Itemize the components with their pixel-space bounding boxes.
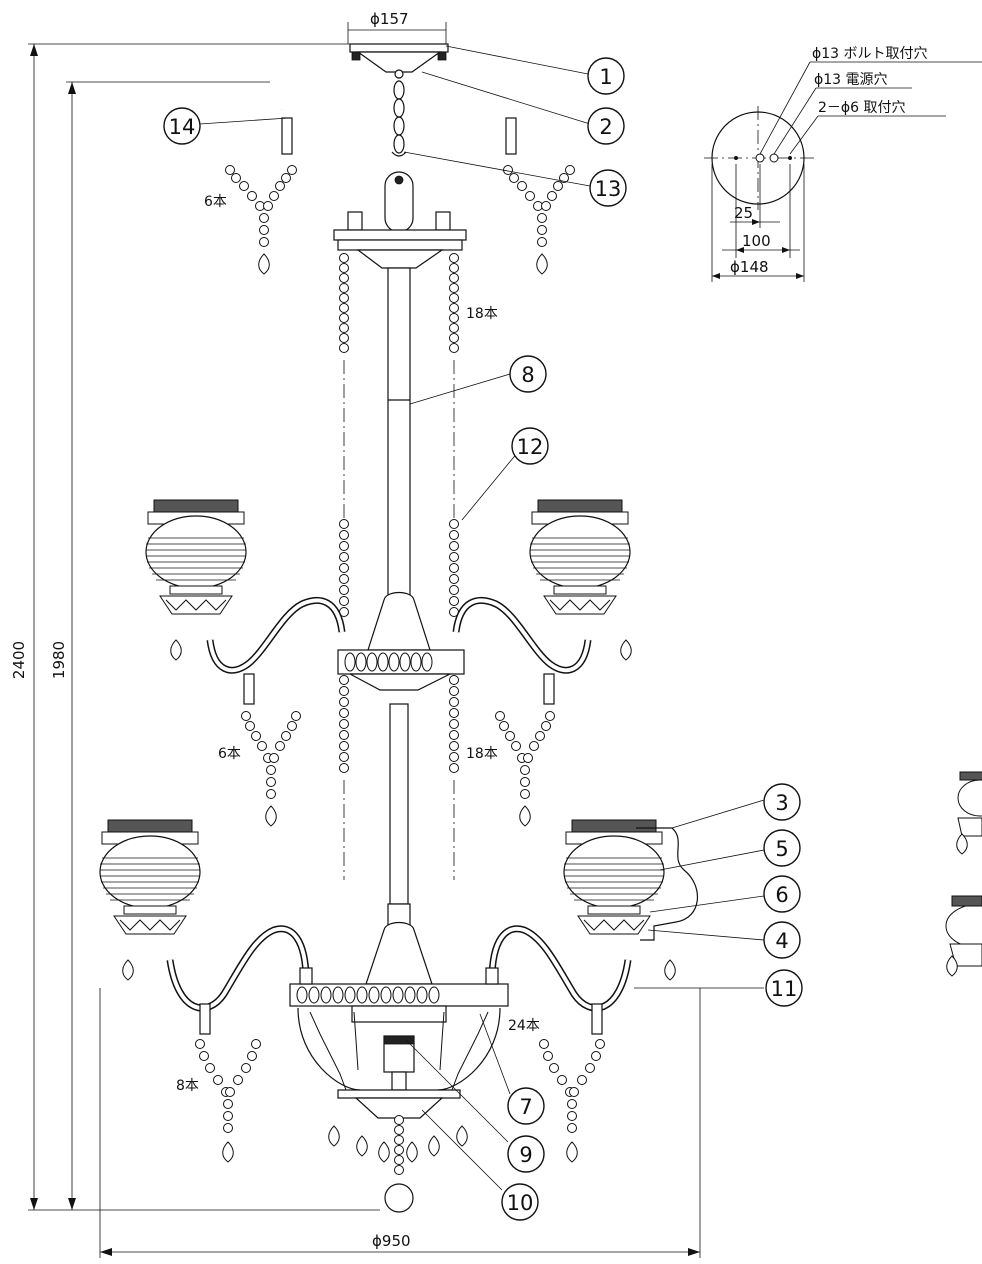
svg-text:8: 8: [521, 363, 534, 387]
part-bubble-1: 1: [587, 57, 625, 95]
count-mid-chains: 6本: [218, 746, 241, 762]
part-bubble-3: 3: [763, 783, 801, 821]
part-bubble-4: 4: [763, 921, 801, 959]
middle-tier-arms: [206, 597, 592, 705]
lower-bowl-chains: [309, 1011, 489, 1163]
part-bubble-10: 10: [501, 1183, 539, 1221]
count-lower-bowl: 24本: [508, 1018, 540, 1034]
mid-bead-chains: [241, 675, 555, 880]
count-mid-strings: 18本: [466, 746, 498, 762]
dim-body-height: 1980: [50, 641, 68, 679]
leader-lines: [199, 45, 765, 1191]
svg-text:6: 6: [775, 883, 788, 907]
dim-25: 25: [734, 204, 753, 222]
svg-text:2: 2: [599, 115, 612, 139]
part-bubble-8: 8: [509, 355, 547, 393]
lower-tier-arms: [166, 925, 632, 1035]
dim-148: ϕ148: [730, 258, 769, 276]
upper-bead-strings: [339, 253, 459, 617]
part-bubble-7: 7: [507, 1087, 545, 1125]
part-bubble-11: 11: [765, 969, 803, 1007]
part-bubble-14: 14: [163, 107, 201, 145]
svg-text:7: 7: [519, 1095, 532, 1119]
part-bubble-9: 9: [507, 1135, 545, 1173]
count-bottom-chains: 8本: [176, 1078, 199, 1094]
middle-tier-body: [337, 591, 465, 905]
globe-lower-right: [563, 819, 676, 981]
canopy: [349, 43, 449, 79]
count-upper-strings: 18本: [466, 306, 498, 322]
bolt-hole-note: ϕ13 ボルト取付穴: [812, 46, 928, 62]
svg-text:1: 1: [599, 65, 612, 89]
svg-text:11: 11: [771, 977, 798, 1001]
dim-top-diameter: ϕ157: [370, 10, 409, 28]
count-top-chains: 6本: [204, 194, 227, 210]
dim-100: 100: [742, 232, 771, 250]
crown-arms: [261, 81, 537, 231]
svg-text:3: 3: [775, 791, 788, 815]
globe-upper-left: [145, 499, 247, 661]
svg-text:10: 10: [507, 1191, 534, 1215]
part-bubble-12: 12: [511, 427, 549, 465]
part-bubble-6: 6: [763, 875, 801, 913]
power-hole-note: ϕ13 電源穴: [814, 72, 888, 88]
globe-upper-right: [529, 499, 632, 661]
svg-text:12: 12: [517, 435, 544, 459]
mount-hole-note: 2－ϕ6 取付穴: [818, 100, 906, 116]
upper-plate: [333, 229, 467, 599]
svg-text:4: 4: [775, 929, 788, 953]
canopy-plan-detail: [704, 61, 982, 282]
globe-lower-left: [99, 819, 201, 981]
svg-text:14: 14: [169, 115, 196, 139]
svg-text:5: 5: [775, 837, 788, 861]
part-bubble-13: 13: [589, 169, 627, 207]
svg-text:13: 13: [595, 177, 622, 201]
dimension-lines: [28, 22, 701, 1258]
part-bubble-2: 2: [587, 107, 625, 145]
partial-side-view: [945, 771, 982, 977]
part-bubble-5: 5: [763, 829, 801, 867]
dim-total-height: 2400: [10, 641, 28, 679]
svg-text:9: 9: [519, 1143, 532, 1167]
lower-tier-body: [289, 903, 509, 1213]
chain: [384, 80, 414, 233]
cutaway-detail: [636, 827, 698, 941]
dim-overall-diameter: ϕ950: [372, 1232, 411, 1250]
